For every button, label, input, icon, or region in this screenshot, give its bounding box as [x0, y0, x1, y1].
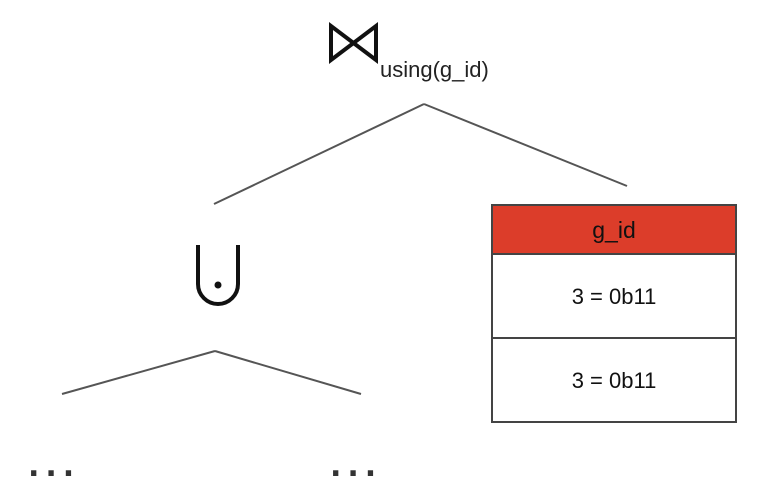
union-with-dot-icon: [196, 245, 240, 306]
table-cell: 3 = 0b11: [572, 284, 657, 309]
table-border: [491, 204, 737, 423]
edge-join-to-table: [423, 103, 628, 187]
ellipsis-right: ...: [330, 449, 382, 484]
table-row-1: [492, 254, 736, 338]
table-cell: 3 = 0b11: [572, 368, 657, 393]
table-header-label: g_id: [592, 217, 635, 243]
ellipsis-left: ...: [28, 449, 80, 484]
bowtie-join-icon: [329, 21, 378, 65]
table-header-bg: [492, 205, 736, 254]
edge-union-to-right: [214, 350, 362, 395]
edge-join-to-union: [213, 103, 425, 205]
table-row-2: [492, 338, 736, 422]
gid-table: g_id 3 = 0b11 3 = 0b11: [491, 204, 737, 423]
edge-union-to-left: [61, 350, 216, 395]
join-subscript: using(g_id): [380, 57, 489, 82]
